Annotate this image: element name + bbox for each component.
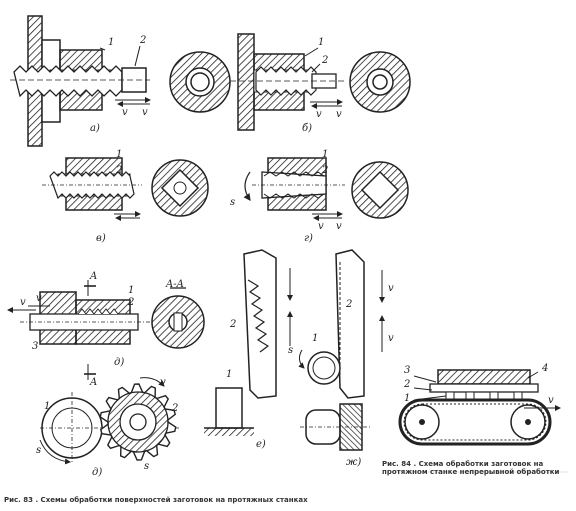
- panel-gear: [39, 377, 180, 465]
- label-panel-a: a): [90, 123, 100, 134]
- panel-a: [10, 15, 231, 147]
- label-d-part-3: 3: [32, 341, 39, 352]
- label-b-part-2: 2: [322, 55, 329, 66]
- label-g-v1: v: [318, 221, 324, 232]
- label-gear-s: s: [36, 445, 42, 456]
- panel-d: [7, 280, 205, 380]
- label-belt-part-1: 1: [404, 393, 411, 404]
- label-d-v2: v: [36, 293, 42, 304]
- label-zh-v2: v: [388, 333, 394, 344]
- caption-fig83: Рис. 83 . Схемы обработки поверхностей з…: [4, 496, 308, 504]
- label-e-part-2: 2: [230, 319, 237, 330]
- label-panel-v: в): [96, 233, 106, 244]
- label-zh-part-1: 1: [312, 333, 319, 344]
- label-d-part-2: 2: [128, 297, 135, 308]
- label-panel-d: д): [114, 357, 125, 368]
- caption-fig84: Рис. 84 . Схема обработки заготовок на п…: [382, 460, 560, 476]
- label-a-part-2: 2: [140, 35, 147, 46]
- label-v-part-2: 2: [116, 165, 123, 176]
- label-gear-v: v: [160, 377, 166, 388]
- panel-b: [230, 33, 411, 131]
- label-panel-zh: ж): [346, 457, 362, 468]
- label-a-v2: v: [142, 107, 148, 118]
- label-v-part-1: 1: [116, 149, 123, 160]
- label-panel-b: б): [302, 123, 313, 134]
- label-panel-e: е): [256, 439, 266, 450]
- label-g-s: s: [230, 197, 236, 208]
- label-gear-part-1: 1: [44, 401, 51, 412]
- label-zh-s: s: [288, 345, 294, 356]
- label-gear-part-2: 2: [172, 403, 179, 414]
- label-d-v1: v: [20, 297, 26, 308]
- label-a-part-1: 1: [108, 37, 115, 48]
- panel-g: [243, 157, 409, 221]
- label-f-part-1: 1: [226, 369, 233, 380]
- label-belt-v: v: [548, 395, 554, 406]
- label-belt-part-4: 4: [542, 363, 549, 374]
- label-a-v1: v: [122, 107, 128, 118]
- label-belt-part-3: 3: [404, 365, 411, 376]
- label-zh-part-2: 2: [346, 299, 353, 310]
- label-b-part-1: 1: [318, 37, 325, 48]
- label-gear-formula: s: [144, 461, 150, 472]
- label-d-mark-a-bottom: A: [90, 377, 98, 388]
- label-b-v1: v: [316, 109, 322, 120]
- label-d-part-1: 1: [128, 285, 135, 296]
- panel-e: [204, 249, 293, 436]
- panel-v: [42, 157, 209, 221]
- label-panel-g: г): [304, 233, 313, 244]
- label-d-section: A-A: [166, 279, 184, 290]
- label-zh-v1: v: [388, 283, 394, 294]
- panel-zh: [298, 249, 385, 451]
- label-b-v2: v: [336, 109, 342, 120]
- label-d-mark-a-top: A: [90, 271, 98, 282]
- label-belt-part-2: 2: [404, 379, 411, 390]
- panel-belt: [398, 369, 561, 446]
- label-panel-gear: д): [92, 467, 103, 478]
- label-g-part-1: 1: [322, 149, 329, 160]
- label-g-part-2: 2: [322, 165, 329, 176]
- label-g-v2: v: [336, 221, 342, 232]
